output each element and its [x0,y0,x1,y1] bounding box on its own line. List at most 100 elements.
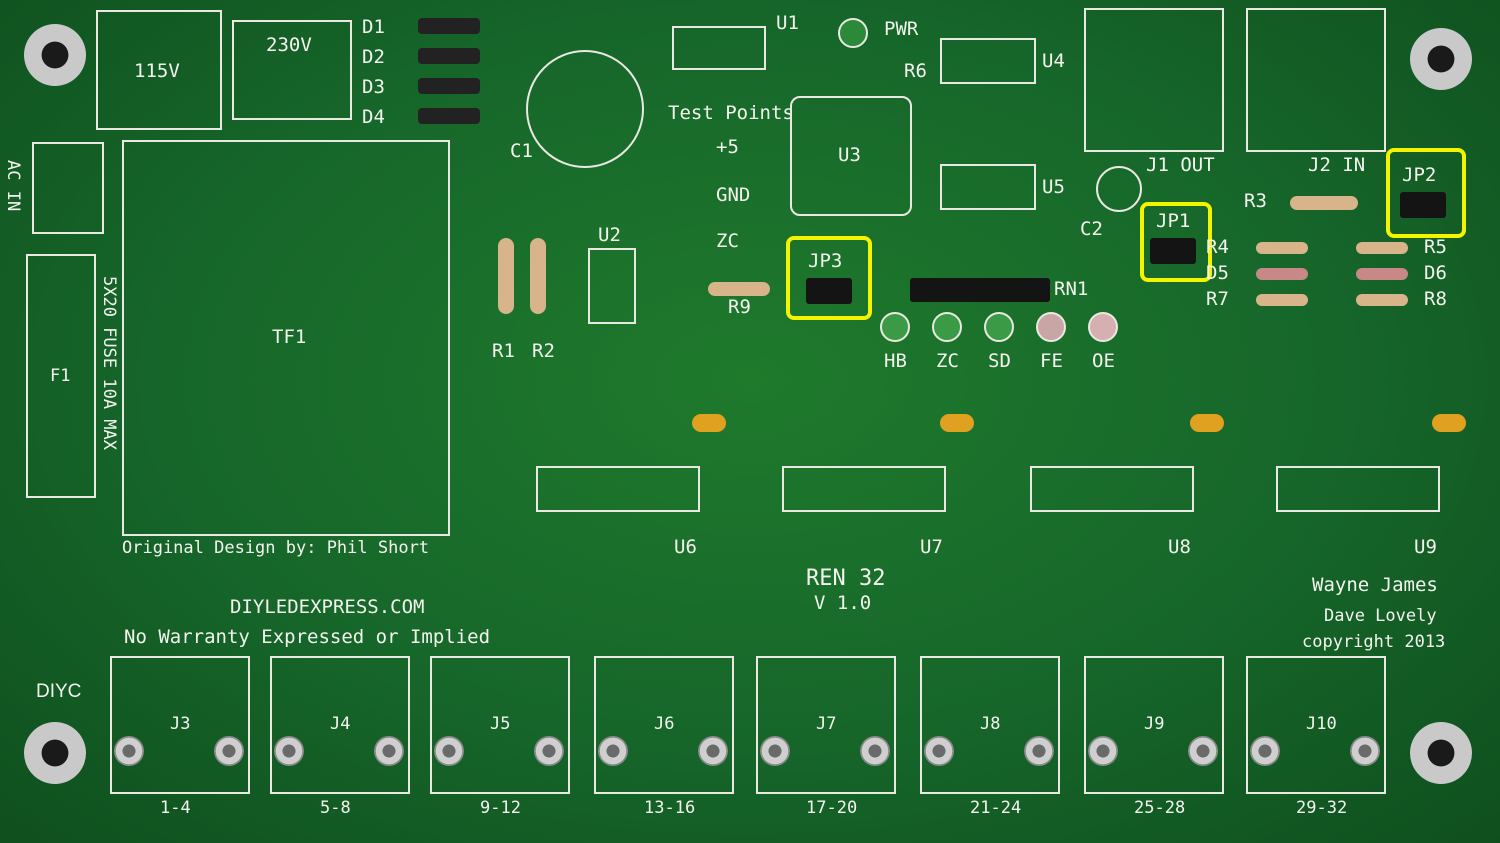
jack-j3-mount-left [114,736,144,766]
jp1-label: JP1 [1156,210,1191,232]
fuse-note: 5X20 FUSE 10A MAX [99,276,119,450]
u4-label: U4 [1042,50,1065,72]
chip-u5 [940,164,1036,210]
u7-label: U7 [920,536,943,558]
jack-j4-mount-left [274,736,304,766]
jack-j3-outline [110,656,250,794]
voltage-115-box [96,10,222,130]
chip-u7 [782,466,946,512]
jp2-label: JP2 [1402,164,1437,186]
d3-label: D3 [362,76,385,98]
jp2-highlight [1386,148,1466,238]
r7-label: R7 [1206,288,1229,310]
d1-label: D1 [362,16,385,38]
r3-label: R3 [1244,190,1267,212]
capacitor-u8 [1190,414,1224,432]
led-sd [984,312,1014,342]
jack-j4-mount-right [374,736,404,766]
r8-label: R8 [1424,288,1447,310]
mounting-hole-tl [24,24,86,86]
led-hb [880,312,910,342]
jack-j1-outline [1084,8,1224,152]
jp1-highlight [1140,202,1212,282]
jack-j9-label: J9 [1144,714,1165,734]
voltage-230-box [232,20,352,120]
mounting-hole-bl [24,722,86,784]
r4-label: R4 [1206,236,1229,258]
author-2: Dave Lovely [1324,606,1437,626]
original-design-text: Original Design by: Phil Short [122,538,430,558]
jack-j2-outline [1246,8,1386,152]
diode-d3 [418,78,480,94]
diode-d1 [418,18,480,34]
jack-j4-label: J4 [330,714,351,734]
capacitor-c2-outline [1096,166,1142,212]
jack-j8-mount-left [924,736,954,766]
voltage-230-label: 230V [266,34,312,56]
jack-j8-range: 21-24 [970,798,1022,818]
chip-u2 [588,248,636,324]
jack-j4-outline [270,656,410,794]
jack-j10-label: J10 [1306,714,1337,734]
test-points-title: Test Points [668,102,794,124]
jack-j10-mount-left [1250,736,1280,766]
board-version: V 1.0 [814,592,872,614]
jack-j9-mount-right [1188,736,1218,766]
pwr-led [838,18,868,48]
warranty-text: No Warranty Expressed or Implied [124,626,491,648]
resistor-r4 [1256,242,1308,254]
jack-j6-mount-left [598,736,628,766]
led-oe [1088,312,1118,342]
led-fe-label: FE [1040,350,1063,372]
d2-label: D2 [362,46,385,68]
r2-label: R2 [532,340,555,362]
regulator-u1 [672,26,766,70]
jack-j5-mount-left [434,736,464,766]
r5-label: R5 [1424,236,1447,258]
resistor-r8 [1356,294,1408,306]
jack-j9-outline [1084,656,1224,794]
capacitor-u6 [692,414,726,432]
mounting-hole-br [1410,722,1472,784]
tp-zc: ZC [716,230,739,252]
j2-label: J2 IN [1308,154,1366,176]
capacitor-u7 [940,414,974,432]
website-text: DIYLEDEXPRESS.COM [230,596,425,618]
jack-j5-label: J5 [490,714,511,734]
led-zc [932,312,962,342]
voltage-115-label: 115V [134,60,180,82]
jack-j3-label: J3 [170,714,191,734]
jack-j5-range: 9-12 [480,798,521,818]
jp3-highlight [786,236,872,320]
ac-in-terminal [32,142,104,234]
led-hb-label: HB [884,350,907,372]
c2-label: C2 [1080,218,1103,240]
u2-label: U2 [598,224,621,246]
jack-j6-mount-right [698,736,728,766]
rn1-label: RN1 [1054,278,1089,300]
jp3-label: JP3 [808,250,843,272]
jack-j5-mount-right [534,736,564,766]
jack-j7-mount-left [760,736,790,766]
resistor-r5 [1356,242,1408,254]
c1-label: C1 [510,140,533,162]
u9-label: U9 [1414,536,1437,558]
jumper-jp2 [1400,192,1446,218]
module-u3 [790,96,912,216]
jack-j8-mount-right [1024,736,1054,766]
jack-j7-mount-right [860,736,890,766]
resistor-r7 [1256,294,1308,306]
led-sd-label: SD [988,350,1011,372]
jack-j3-range: 1-4 [160,798,191,818]
diode-d6 [1356,268,1408,280]
resistor-r3 [1290,196,1358,210]
jack-j10-mount-right [1350,736,1380,766]
u5-label: U5 [1042,176,1065,198]
d5-label: D5 [1206,262,1229,284]
capacitor-c1-outline [526,50,644,168]
jack-j7-range: 17-20 [806,798,858,818]
fuse-label: F1 [50,366,71,386]
jack-j9-mount-left [1088,736,1118,766]
r6-label: R6 [904,60,927,82]
